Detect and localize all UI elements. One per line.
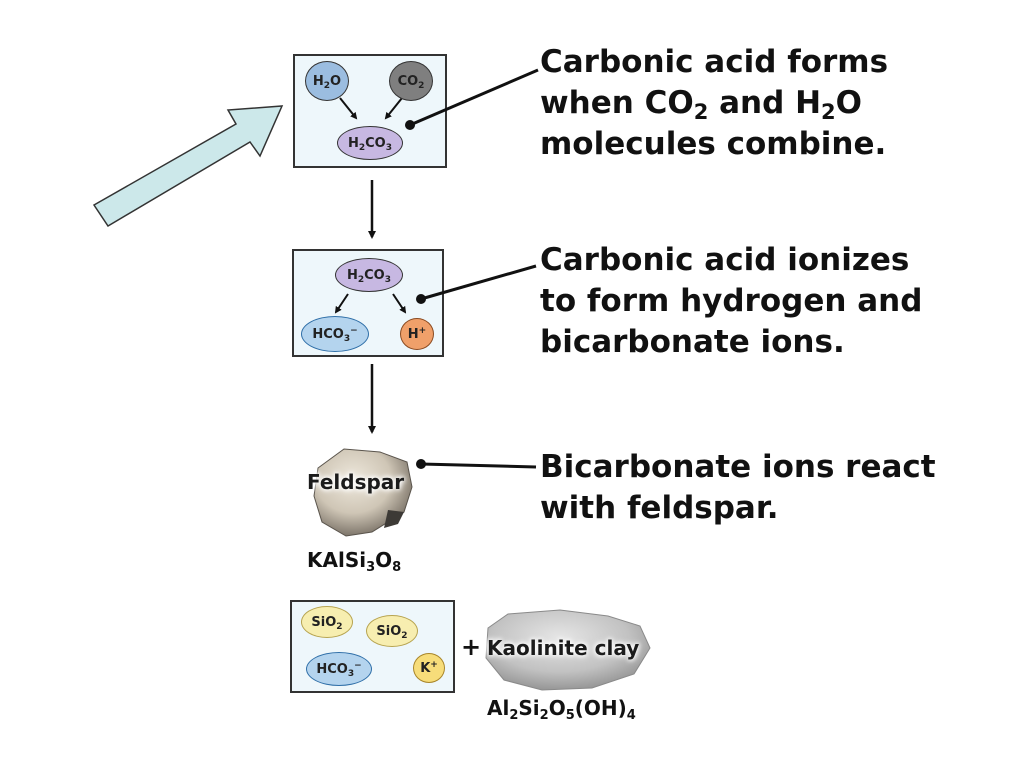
callout-step1: Carbonic acid forms when CO2 and H2O mol… (540, 42, 888, 165)
leader-dot-step2 (416, 294, 426, 304)
co2-molecule: CO2 (389, 61, 433, 101)
large-input-arrow (92, 105, 284, 228)
bicarbonate-ion: HCO3− (301, 316, 369, 352)
callout-step2-line1: Carbonic acid ionizes (540, 242, 910, 278)
leader-line-step2 (420, 264, 537, 301)
arrow-acid-to-hydrogen (392, 293, 407, 314)
feldspar-formula: KAlSi3O8 (307, 548, 402, 575)
plus-sign: + (461, 633, 482, 661)
carbonic-acid-molecule-2: H2CO3 (335, 258, 403, 292)
callout-step3-line2: with feldspar. (540, 490, 779, 526)
carbonic-acid-molecule: H2CO3 (337, 126, 403, 160)
leader-line-step1 (409, 68, 539, 127)
callout-step2-line2: to form hydrogen and (540, 283, 923, 319)
callout-step1-line1: Carbonic acid forms (540, 44, 889, 80)
callout-step3-line1: Bicarbonate ions react (540, 449, 936, 485)
leader-dot-step3 (416, 459, 426, 469)
hydrogen-ion: H+ (400, 318, 434, 350)
callout-step1-line3: molecules combine. (540, 126, 887, 162)
feldspar-label: Feldspar (307, 470, 405, 494)
leader-line-step3 (420, 462, 537, 469)
bicarbonate-ion-2: HCO3− (306, 652, 372, 686)
water-molecule: H2O (305, 61, 349, 101)
callout-step2: Carbonic acid ionizes to form hydrogen a… (540, 240, 922, 363)
arrow-water-to-acid (339, 97, 358, 120)
kaolinite-clay-label: Kaolinite clay (487, 636, 640, 660)
potassium-ion: K+ (413, 653, 445, 683)
arrow-acid-to-bicarbonate (334, 293, 349, 314)
leader-dot-step1 (405, 120, 415, 130)
kaolinite-formula: Al2Si2O5(OH)4 (487, 696, 636, 723)
callout-step3: Bicarbonate ions react with feldspar. (540, 447, 936, 529)
silica-molecule-2: SiO2 (366, 615, 418, 647)
callout-step1-line2: when CO2 and H2O (540, 85, 863, 124)
callout-step2-line3: bicarbonate ions. (540, 324, 845, 360)
rock-shadow (384, 510, 404, 528)
kaolinite-clay-image (485, 609, 651, 691)
arrow-co2-to-acid (384, 97, 403, 120)
silica-molecule-1: SiO2 (301, 606, 353, 638)
